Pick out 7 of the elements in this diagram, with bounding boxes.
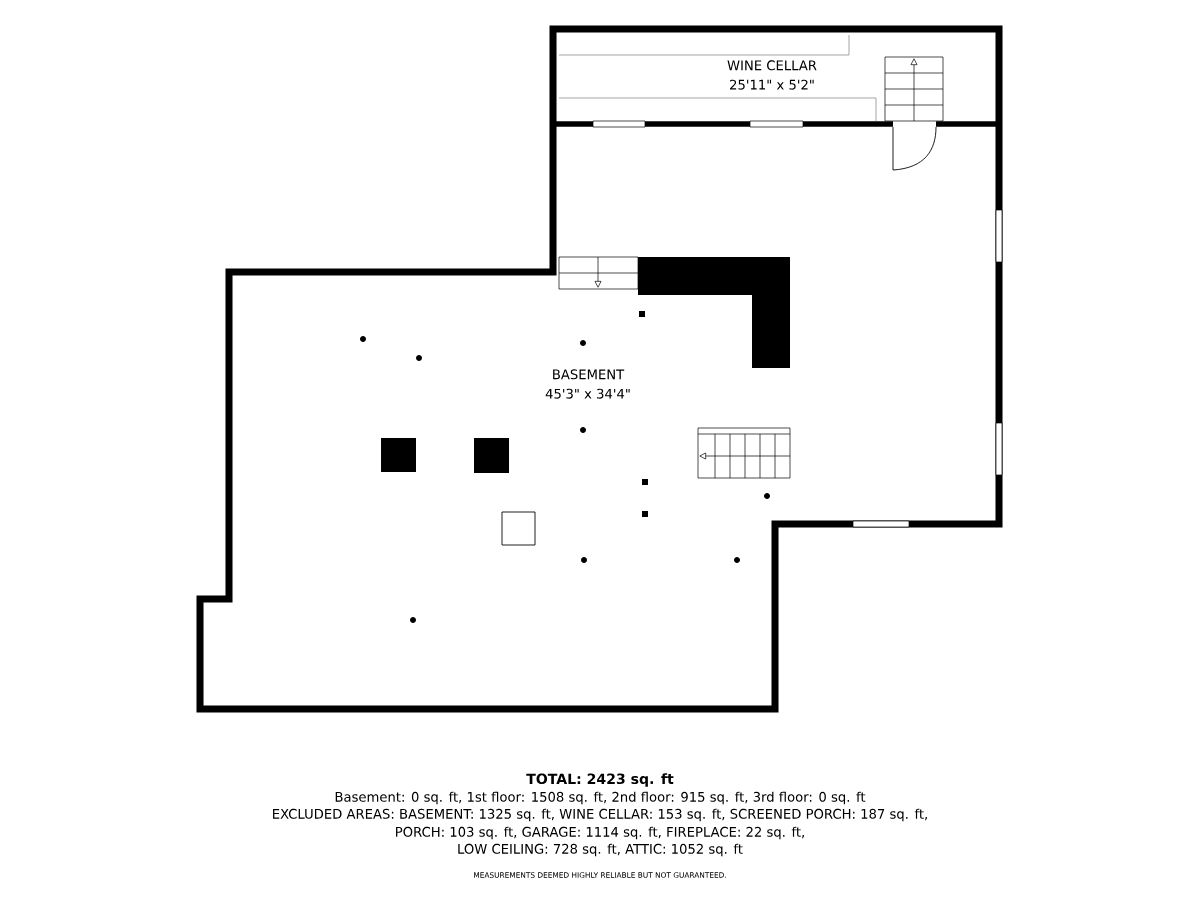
area-summary-line: LOW CEILING: 728 sq. ft, ATTIC: 1052 sq. ft [458,843,743,857]
area-summary-line: Basement: 0 sq. ft, 1st floor: 1508 sq. ft, 2nd floor: 915 sq. ft, 3rd floor: 0 sq. ft [335,791,866,805]
area-summary-line: PORCH: 103 sq. ft, GARAGE: 1114 sq. ft, FIREPLACE: 22 sq. ft, [396,826,804,840]
room-label: BASEMENT 45'3" x 34'4" [545,369,630,399]
total-area-heading: TOTAL: 2423 sq. ft [526,773,674,787]
room-label: WINE CELLAR 25'11" x 5'2" [727,60,817,90]
area-summary-line: EXCLUDED AREAS: BASEMENT: 1325 sq. ft, WINE CELLAR: 153 sq. ft, SCREENED PORCH: 187 sq. ft, [273,808,927,822]
